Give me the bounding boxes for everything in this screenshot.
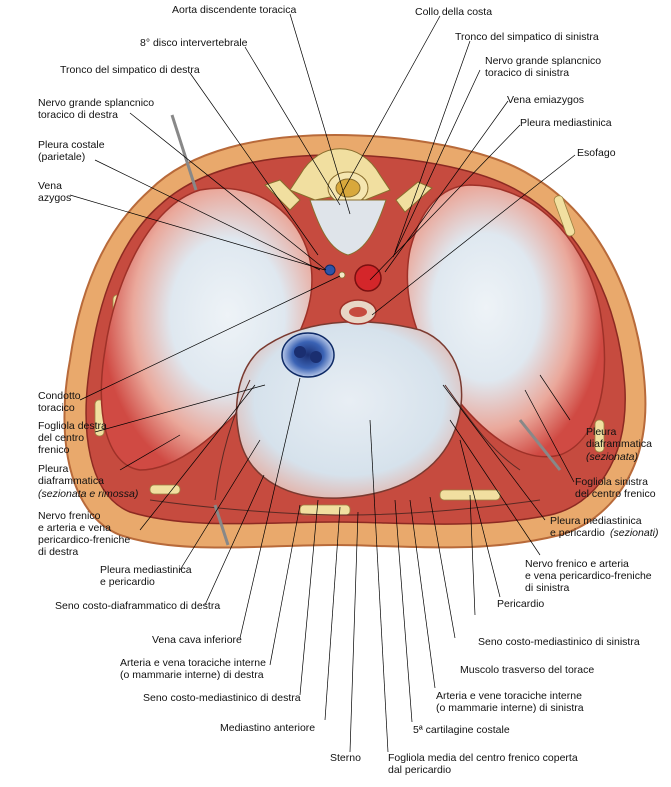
label-nervo-frenico-dx: Nervo frenico e arteria e vena pericardi…	[38, 510, 131, 558]
right-hemidiaphragm	[100, 187, 313, 471]
label-pleura-diaf-dx-note: (sezionata e rimossa)	[38, 488, 139, 500]
label-pleura-diaf-sin: Pleura diaframmatica	[586, 426, 652, 450]
label-collo-costa: Collo della costa	[415, 6, 493, 18]
label-pleura-med-peric-sin: Pleura mediastinica e pericardio	[550, 515, 642, 539]
label-azygos: Vena azygos	[38, 180, 72, 204]
label-pleura-med-peric-dx: Pleura mediastinica e pericardio	[100, 564, 192, 588]
label-fogliola-sin: Fogliola sinistra del centro frenico	[575, 476, 656, 500]
label-emiazygos: Vena emiazygos	[507, 94, 585, 106]
label-muscolo-trasverso: Muscolo trasverso del torace	[460, 664, 595, 676]
label-mediastino-ant: Mediastino anteriore	[220, 722, 316, 734]
label-sterno: Sterno	[330, 752, 361, 764]
label-cartilagine: 5ª cartilagine costale	[413, 724, 510, 736]
leader-lines	[69, 13, 576, 753]
label-tronco-simp-dx: Tronco del simpatico di destra	[60, 64, 200, 76]
label-esofago: Esofago	[577, 147, 616, 159]
label-splancnico-sin: Nervo grande splancnico toracico di sini…	[485, 55, 602, 79]
label-disco: 8° disco intervertebrale	[140, 37, 248, 49]
label-aorta: Aorta discendente toracica	[172, 4, 297, 16]
label-vena-cava: Vena cava inferiore	[152, 634, 242, 646]
label-splancnico-dx: Nervo grande splancnico toracico di dest…	[38, 97, 155, 121]
probe-bottom	[213, 504, 230, 546]
label-pleura-med-peric-sin-note: (sezionati)	[610, 527, 659, 539]
probe-right	[518, 419, 562, 471]
vena-cava-vessel	[281, 332, 335, 378]
label-tronco-simp-sin: Tronco del simpatico di sinistra	[455, 31, 599, 43]
label-pleura-costale: Pleura costale (parietale)	[38, 139, 105, 163]
label-seno-costo-med-dx: Seno costo-mediastinico di destra	[143, 692, 301, 704]
label-pleura-mediastinica: Pleura mediastinica	[520, 117, 612, 129]
label-pericardio: Pericardio	[497, 598, 545, 610]
label-pleura-diaf-dx: Pleura diaframmatica	[38, 463, 104, 487]
vertebra	[264, 148, 433, 256]
probe-left	[170, 114, 198, 191]
label-pleura-diaf-sin-note: (sezionata)	[586, 451, 638, 463]
label-arteria-toracica-dx: Arteria e vena toraciche interne (o mamm…	[120, 657, 266, 681]
label-fogliola-dx: Fogliola destra del centro frenico	[38, 420, 107, 456]
label-fogliola-media: Fogliola media del centro frenico copert…	[388, 752, 578, 776]
aorta-vessel	[354, 264, 382, 292]
label-seno-costo-med-sin: Seno costo-mediastinico di sinistra	[478, 636, 640, 648]
label-condotto: Condotto toracico	[38, 390, 81, 414]
label-arteria-toracica-sin: Arteria e vene toraciche interne (o mamm…	[436, 690, 584, 714]
label-seno-costo-diaf-dx: Seno costo-diaframmatico di destra	[55, 600, 221, 612]
label-nervo-frenico-sin: Nervo frenico e arteria e vena pericardi…	[525, 558, 652, 594]
thoracic-duct	[338, 271, 346, 279]
azygos-vessel	[324, 264, 336, 276]
esophagus	[339, 299, 377, 325]
